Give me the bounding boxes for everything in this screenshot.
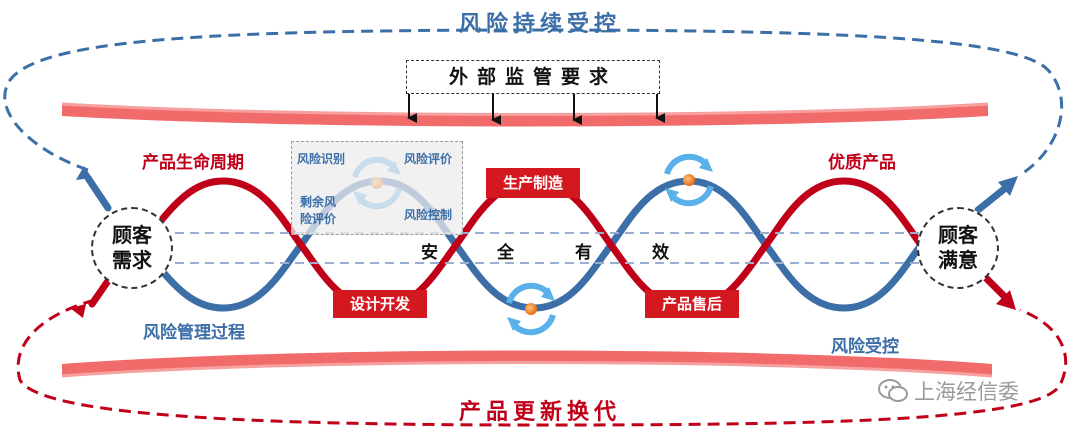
quality-product-label: 优质产品	[828, 153, 896, 173]
right-blue-exit-head	[998, 176, 1018, 196]
center-char-1: 安	[421, 243, 438, 263]
wechat-icon	[878, 379, 908, 402]
bottom-loop-arrowhead	[70, 304, 86, 318]
stage-manufacture: 生产制造	[486, 168, 580, 198]
cycle-icon-2	[664, 153, 714, 207]
watermark: 上海经信委	[878, 376, 1019, 406]
center-char-4: 效	[652, 243, 669, 263]
residual-risk-line1: 剩余风	[300, 195, 337, 209]
bottom-dashed-loop	[16, 298, 1068, 427]
lifecycle-label: 产品生命周期	[142, 153, 244, 173]
customer-satisfaction-line2: 满意	[938, 248, 978, 272]
left-blue-entry	[84, 174, 112, 212]
left-red-entry	[88, 274, 114, 308]
customer-satisfaction-line1: 顾客	[938, 223, 978, 247]
residual-risk-line2: 险评价	[300, 212, 337, 226]
cycle-icon-3	[506, 282, 556, 336]
top-title: 风险持续受控	[458, 12, 621, 37]
top-dashed-loop	[3, 28, 1064, 177]
customer-needs-line2: 需求	[112, 248, 152, 272]
external-regulation-box: 外部监管要求	[406, 60, 660, 94]
stage-after-sales: 产品售后	[645, 290, 739, 318]
bottom-red-band	[62, 350, 992, 376]
right-red-exit-head	[996, 290, 1016, 310]
right-blue-exit	[974, 182, 1012, 214]
customer-needs-line1: 顾客	[112, 223, 152, 247]
customer-needs-node: 顾客需求	[91, 207, 173, 289]
risk-identify-label: 风险识别	[297, 152, 346, 166]
customer-satisfaction-node: 顾客满意	[917, 207, 999, 289]
risk-controlled-label: 风险受控	[831, 337, 899, 357]
center-char-2: 全	[497, 243, 514, 263]
risk-panel	[291, 141, 463, 235]
bottom-title: 产品更新换代	[458, 400, 621, 425]
risk-process-label: 风险管理过程	[143, 323, 245, 343]
center-char-3: 有	[575, 243, 592, 263]
stage-design: 设计开发	[333, 290, 427, 318]
watermark-text: 上海经信委	[914, 380, 1019, 404]
risk-evaluate-label: 风险评价	[404, 152, 453, 166]
risk-control-label: 风险控制	[404, 208, 453, 222]
